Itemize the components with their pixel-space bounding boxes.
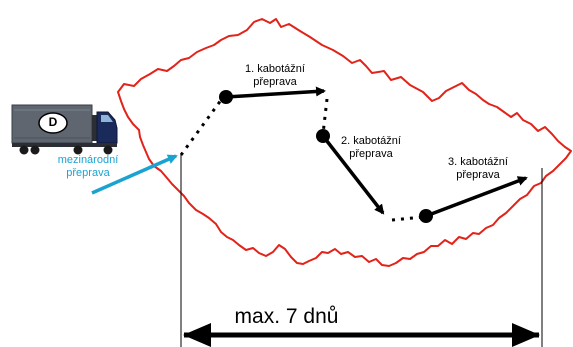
cabotage-2-label-line-2: přeprava <box>349 148 393 160</box>
cabotage-2-arrow <box>321 134 385 215</box>
international-label-line-2: přeprava <box>66 167 110 179</box>
empty-run-3 <box>391 215 424 222</box>
cabotage-3-label-line-1: 3. kabotážní <box>448 156 508 168</box>
truck-icon <box>11 104 118 155</box>
cabotage-3-label-line-2: přeprava <box>456 169 500 181</box>
duration-label: max. 7 dnů <box>234 305 339 328</box>
cabotage-1-label-line-2: přeprava <box>253 76 297 88</box>
cabotage-1-label-line-1: 1. kabotážní <box>245 63 305 75</box>
cabotage-2-label-line-1: 2. kabotážní <box>341 135 401 147</box>
truck-badge-letter: D <box>48 115 58 129</box>
empty-run-1 <box>179 95 226 156</box>
cabotage-1-arrow <box>225 86 326 99</box>
country-border <box>117 18 572 267</box>
international-label-line-1: mezinárodní <box>57 154 119 166</box>
cabotage-1-label: 1. kabotážní přeprava <box>225 63 325 89</box>
cabotage-3-arrow <box>425 176 528 218</box>
empty-run-2 <box>321 98 329 135</box>
country-badge <box>38 112 68 134</box>
cabotage-2-label: 2. kabotážní přeprava <box>321 135 421 161</box>
international-transport-arrow <box>91 154 178 195</box>
cabotage-3-label: 3. kabotážní přeprava <box>428 156 528 182</box>
international-transport-label: mezinárodní přeprava <box>48 154 128 180</box>
